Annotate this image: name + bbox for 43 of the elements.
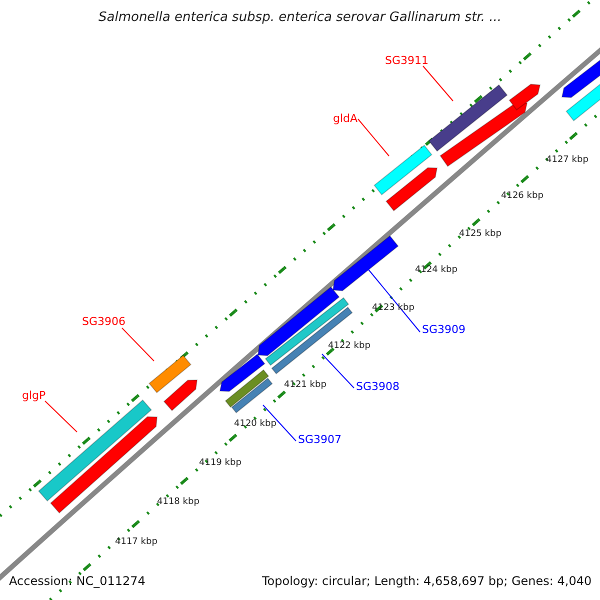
- gene-label: SG3911: [385, 55, 429, 66]
- gene-feature: [271, 306, 353, 374]
- gene-feature: [508, 84, 541, 110]
- accession-text: Accession: NC_011274: [9, 575, 146, 587]
- gene-label: SG3908: [356, 381, 400, 392]
- gene-feature: [148, 354, 192, 394]
- gene-feature: [163, 379, 198, 412]
- genome-summary: Topology: circular; Length: 4,658,697 bp; Genes: 4,040: [262, 575, 592, 587]
- leader-line: [422, 66, 454, 102]
- gene-feature: [386, 167, 438, 212]
- gene-feature: [566, 82, 600, 122]
- gene-label: SG3909: [422, 324, 466, 335]
- gene-feature: [428, 84, 508, 152]
- leader-line: [358, 118, 390, 156]
- gene-feature: [231, 378, 273, 414]
- leader-line: [368, 268, 420, 332]
- leader-line: [44, 400, 78, 432]
- leader-line: [262, 404, 296, 442]
- gene-feature: [264, 297, 350, 366]
- gene-feature: [561, 58, 600, 98]
- gene-label: glgP: [22, 390, 46, 401]
- scale-label: 4126 kbp: [501, 192, 544, 201]
- gene-feature: [332, 235, 399, 292]
- title: Salmonella enterica subsp. enterica serovar Gallinarum str. ...: [98, 11, 502, 24]
- leader-line: [322, 354, 354, 388]
- scale-label: 4121 kbp: [284, 381, 326, 390]
- scale-label: 4118 kbp: [157, 498, 200, 507]
- gene-feature: [440, 101, 528, 167]
- gene-label: gldA: [333, 113, 358, 124]
- scale-label: 4117 kbp: [115, 538, 158, 547]
- scale-label: 4119 kbp: [199, 459, 242, 468]
- gene-feature: [374, 144, 432, 196]
- gene-label: SG3907: [298, 434, 342, 445]
- scale-label: 4122 kbp: [328, 342, 370, 351]
- gene-feature: [224, 369, 270, 408]
- scale-label: 4127 kbp: [546, 156, 588, 165]
- gene-label: SG3906: [82, 316, 126, 327]
- scale-label: 4120 kbp: [234, 420, 276, 429]
- gene-feature: [50, 416, 158, 514]
- leader-line: [122, 328, 154, 362]
- scale-label: 4124 kbp: [415, 266, 458, 275]
- scale-label: 4125 kbp: [459, 230, 502, 239]
- gene-feature: [219, 354, 266, 392]
